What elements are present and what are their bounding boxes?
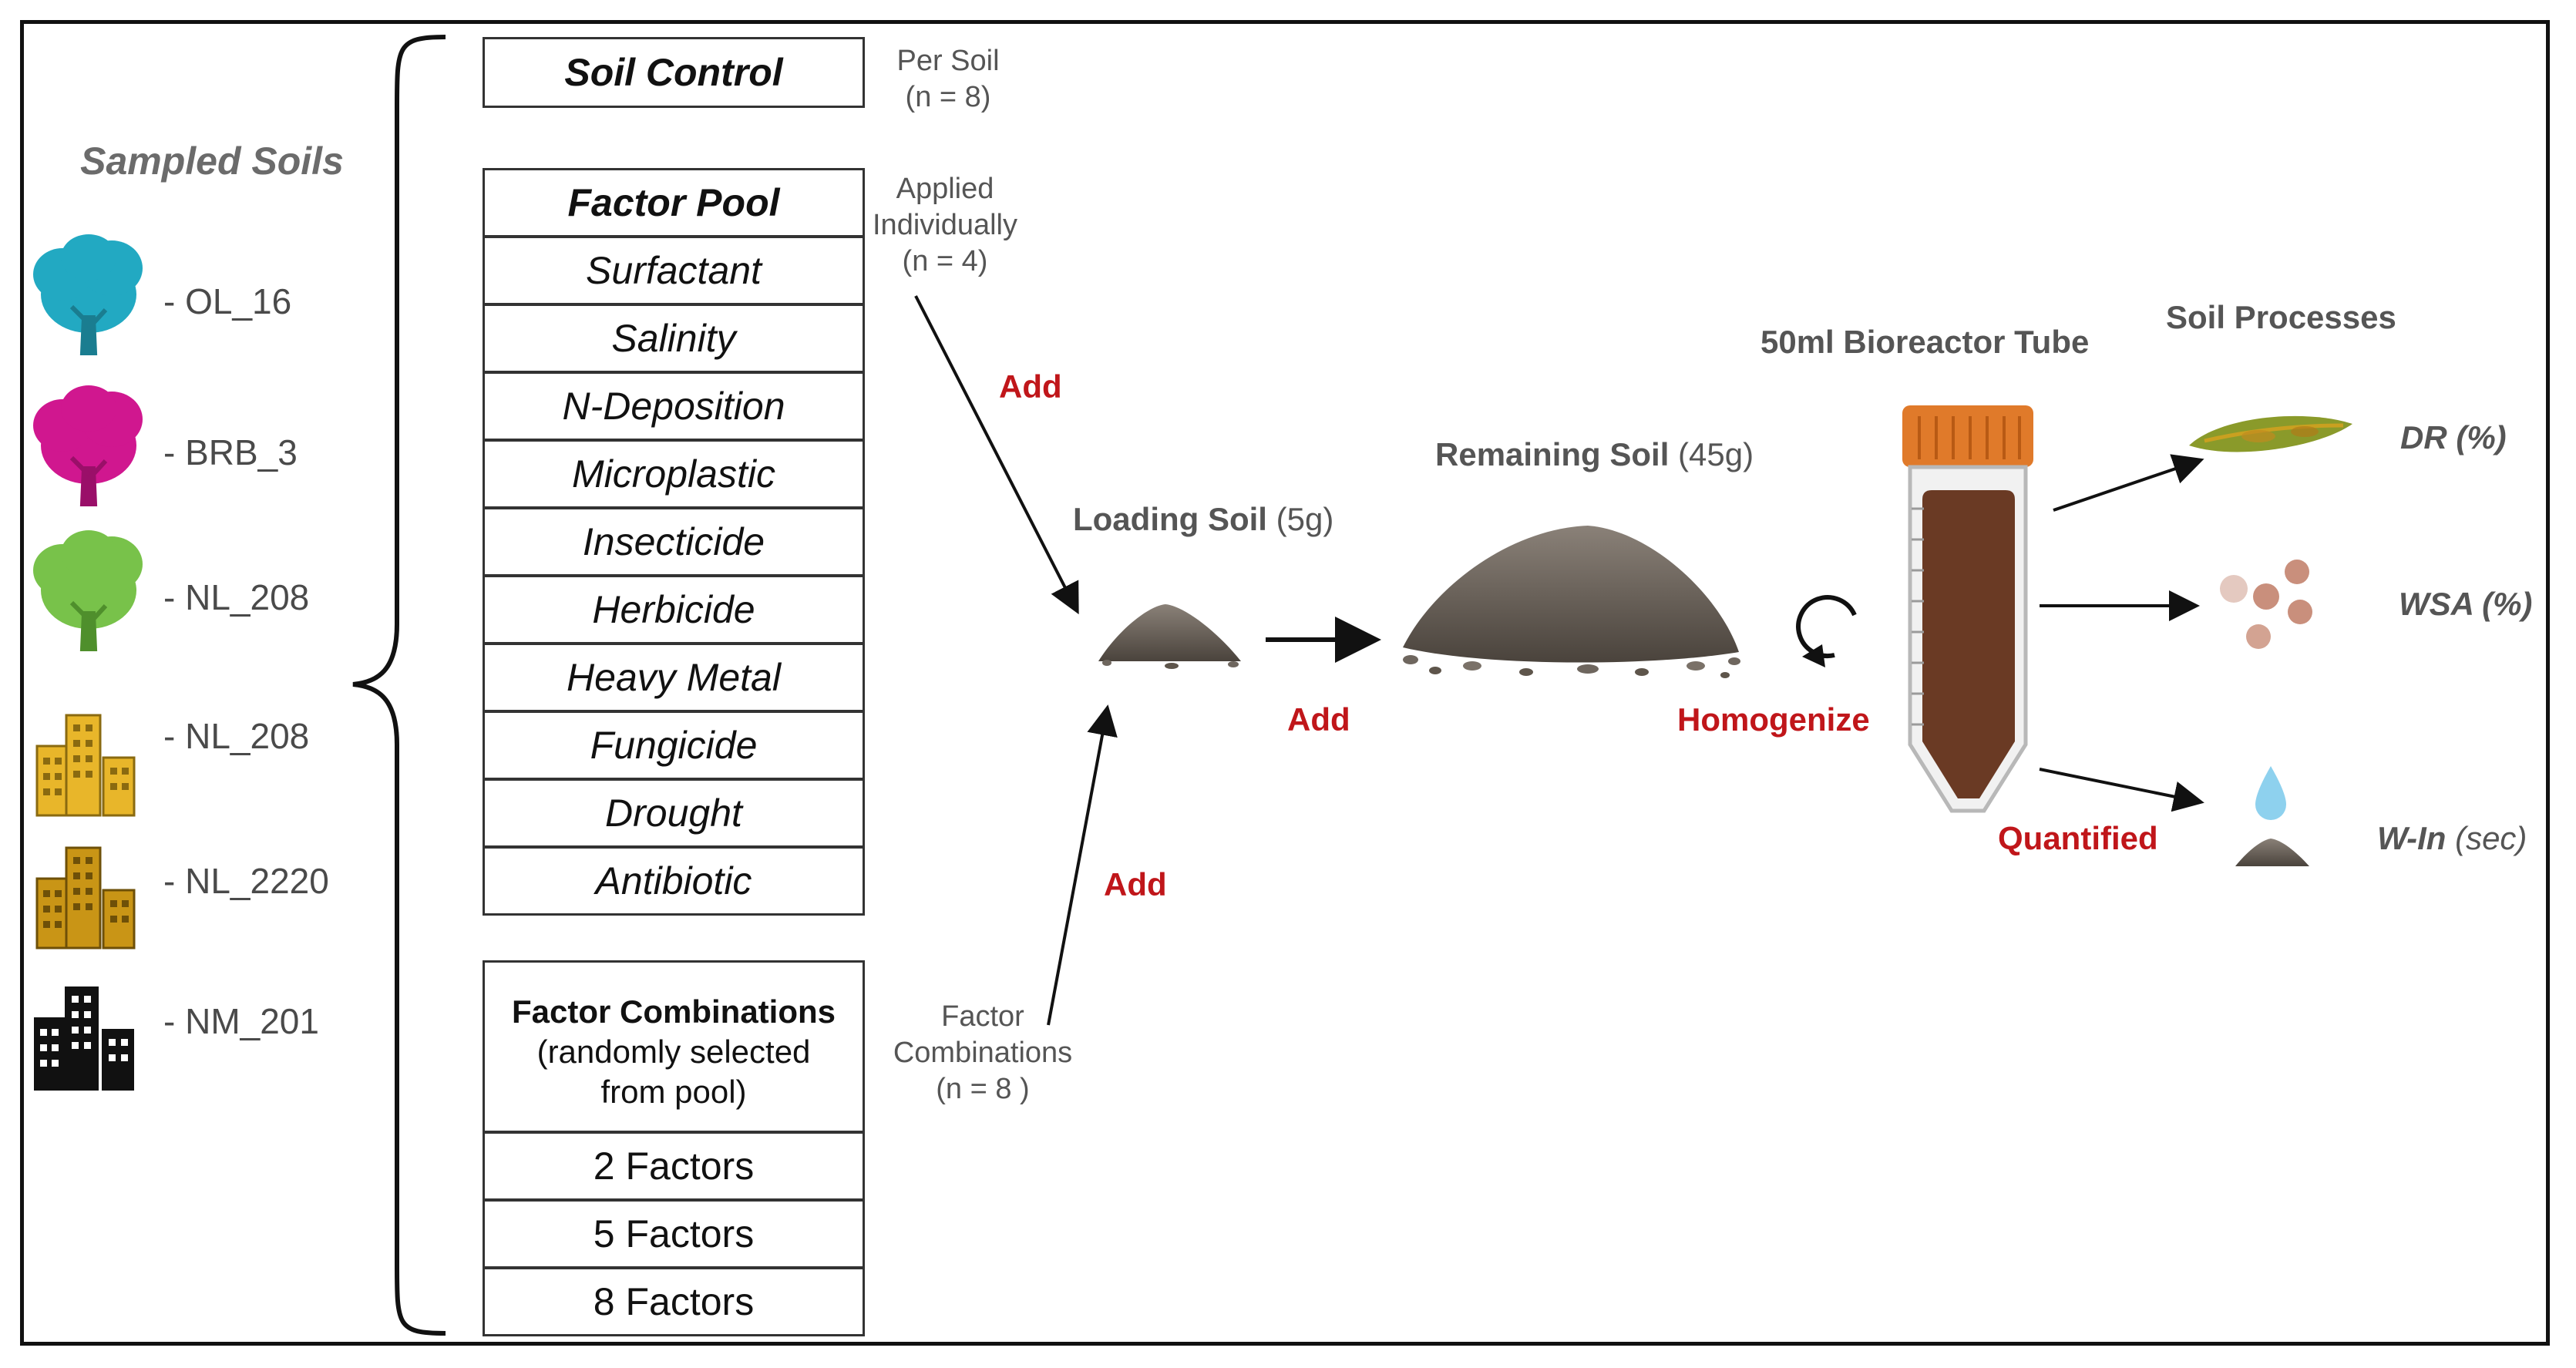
factor-item: Surfactant bbox=[483, 236, 865, 305]
bioreactor-tube-label: 50ml Bioreactor Tube bbox=[1760, 324, 2090, 360]
process-dr-label: DR (%) bbox=[2400, 419, 2507, 455]
arrow-win bbox=[2039, 768, 2204, 812]
arrow-combinations bbox=[1047, 704, 1118, 1026]
sampled-soils-title: Sampled Soils bbox=[80, 139, 344, 183]
rotate-icon bbox=[1796, 595, 1857, 667]
factor-combinations-title: Factor Combinations bbox=[511, 993, 836, 1030]
arrow-dr bbox=[2053, 454, 2204, 512]
add-label: Add bbox=[999, 368, 1062, 405]
factor-item: Salinity bbox=[483, 304, 865, 373]
leaf-icon bbox=[2189, 415, 2352, 452]
bioreactor-tube-icon bbox=[1902, 405, 2033, 813]
add-label: Add bbox=[1104, 866, 1167, 902]
remaining-soil-pile bbox=[1403, 526, 1740, 678]
soil-label: - NL_208 bbox=[163, 716, 310, 756]
soil-label: - NL_208 bbox=[163, 577, 310, 617]
soil-processes-title: Soil Processes bbox=[2166, 299, 2396, 335]
factor-item: Insecticide bbox=[483, 507, 865, 576]
process-win-label: W-In (sec) bbox=[2377, 820, 2527, 856]
buildings-icon bbox=[35, 846, 136, 950]
tree-icon bbox=[33, 234, 143, 355]
remaining-soil-label: Remaining Soil (45g) bbox=[1435, 436, 1754, 472]
combination-item: 5 Factors bbox=[483, 1199, 865, 1269]
factor-item: N-Deposition bbox=[483, 371, 865, 441]
tree-icon bbox=[33, 530, 143, 651]
process-wsa-label: WSA (%) bbox=[2399, 586, 2533, 622]
loading-soil-label: Loading Soil (5g) bbox=[1073, 501, 1334, 537]
buildings-icon bbox=[34, 987, 134, 1091]
soil-control-note: Per Soil(n = 8) bbox=[896, 45, 1000, 113]
curly-brace bbox=[352, 35, 446, 1336]
figure-frame bbox=[20, 20, 2550, 1346]
water-drop-icon bbox=[2235, 766, 2309, 866]
soil-label: - BRB_3 bbox=[163, 432, 298, 472]
factor-item: Heavy Metal bbox=[483, 643, 865, 712]
factor-item: Drought bbox=[483, 778, 865, 848]
homogenize-label: Homogenize bbox=[1677, 701, 1870, 738]
factor-item: Antibiotic bbox=[483, 846, 865, 916]
combination-item: 8 Factors bbox=[483, 1267, 865, 1336]
aggregates-icon bbox=[2220, 560, 2312, 649]
soil-label: - NL_2220 bbox=[163, 861, 329, 901]
factor-combinations-header: Factor Combinations (randomly selected f… bbox=[483, 960, 865, 1133]
soil-control-box: Soil Control bbox=[483, 37, 865, 108]
soil-label: - OL_16 bbox=[163, 281, 292, 321]
factor-item: Herbicide bbox=[483, 575, 865, 644]
loading-soil-pile bbox=[1098, 604, 1241, 669]
add-label: Add bbox=[1287, 701, 1350, 738]
quantified-label: Quantified bbox=[1998, 820, 2158, 856]
arrow-applied bbox=[914, 295, 1079, 615]
buildings-icon bbox=[35, 714, 136, 817]
soil-label: - NM_201 bbox=[163, 1001, 319, 1041]
tree-icon bbox=[33, 385, 143, 506]
